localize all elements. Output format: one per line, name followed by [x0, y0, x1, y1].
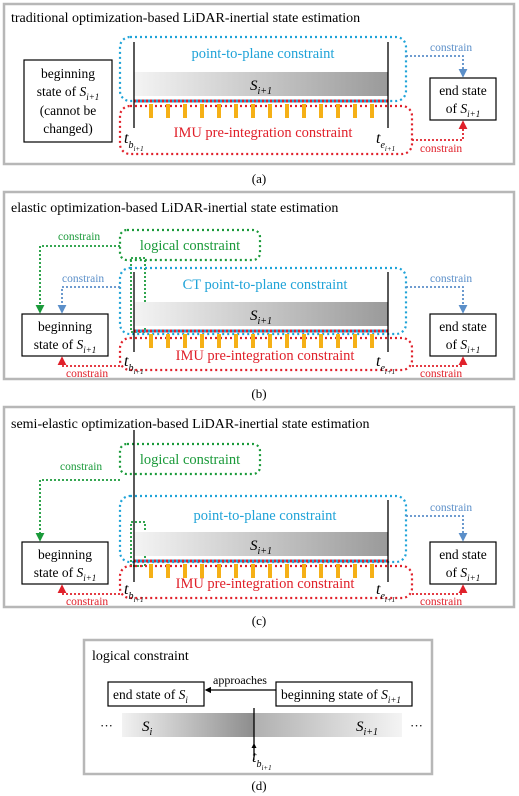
constrain-label-green: constrain [58, 231, 100, 243]
panel-a: traditional optimization-based LiDAR-ine… [2, 2, 516, 166]
beginning-state-line-2: state of Si+1 [37, 84, 100, 102]
segment-si-label: Si [142, 719, 153, 738]
point-to-plane-constraint-label: point-to-plane constraint [192, 46, 335, 62]
end-state-box [429, 313, 497, 357]
beginning-state-line-3: (cannot be [40, 103, 97, 118]
end-state-line-2: of Si+1 [446, 337, 480, 355]
constrain-arrow-red-right [412, 356, 468, 367]
caption-b: (b) [251, 386, 266, 401]
beginning-state-line-2: state of Si+1 [34, 337, 97, 355]
ellipsis-right: ··· [410, 718, 423, 733]
panel-d: logical constraint end state of Si begin… [82, 638, 434, 776]
constrain-label-red-right: constrain [420, 596, 462, 608]
constrain-label-blue-right: constrain [430, 273, 472, 285]
constrain-arrow-red [412, 120, 468, 141]
beginning-state-box [23, 59, 113, 143]
ct-point-to-plane-constraint-label: CT point-to-plane constraint [183, 277, 348, 293]
beginning-state-box [21, 313, 109, 357]
end-state-line-2: of Si+1 [446, 565, 480, 583]
imu-constraint-box [118, 564, 414, 600]
end-state-box [429, 77, 497, 121]
constrain-arrow-red-left [57, 584, 120, 595]
constrain-arrow-blue [406, 515, 468, 542]
beginning-state-line-1: beginning [38, 319, 92, 334]
constrain-label-blue: constrain [430, 502, 472, 514]
constrain-label-red-left: constrain [66, 368, 108, 380]
beginning-state-box [21, 541, 109, 585]
imu-constraint-box [118, 104, 414, 156]
constrain-arrow-blue-right [406, 286, 468, 314]
constrain-arrow-blue-left [57, 286, 120, 314]
imu-samples [149, 334, 374, 348]
constrain-arrow-green [35, 479, 120, 542]
imu-constraint-label: IMU pre-integration constraint [176, 576, 355, 592]
constrain-label-blue-left: constrain [62, 273, 104, 285]
constrain-label-red: constrain [420, 143, 462, 155]
end-state-si-box [107, 681, 205, 707]
point-to-plane-constraint-label: point-to-plane constraint [194, 508, 337, 524]
imu-constraint-label: IMU pre-integration constraint [176, 348, 355, 364]
panel-b: elastic optimization-based LiDAR-inertia… [2, 190, 516, 381]
imu-samples [149, 564, 374, 578]
constrain-label-red-left: constrain [66, 596, 108, 608]
end-state-line-1: end state [439, 319, 487, 334]
constrain-arrow-blue [406, 55, 468, 78]
caption-a: (a) [252, 171, 266, 186]
imu-constraint-label: IMU pre-integration constraint [174, 125, 353, 141]
imu-constraint-box [118, 336, 414, 372]
end-state-line-1: end state [439, 547, 487, 562]
caption-d: (d) [251, 778, 266, 793]
ct-point-to-plane-constraint-box [118, 266, 408, 336]
segment-si1-bar [254, 713, 402, 737]
panel-a-title: traditional optimization-based LiDAR-ine… [11, 11, 360, 26]
beginning-state-si1-box [275, 681, 413, 707]
segment-si-bar [122, 713, 254, 737]
segment-bar [134, 532, 388, 556]
imu-samples [149, 104, 374, 118]
constrain-arrow-green [35, 245, 120, 314]
end-state-line-1: end state [439, 83, 487, 98]
beginning-state-line-4: changed) [43, 121, 92, 136]
panel-d-title: logical constraint [92, 649, 189, 664]
panel-c-title: semi-elastic optimization-based LiDAR-in… [11, 417, 369, 432]
constrain-arrow-red-left [57, 356, 120, 367]
panel-c: semi-elastic optimization-based LiDAR-in… [2, 405, 516, 609]
panel-d-border [82, 638, 434, 776]
end-state-box [429, 541, 497, 585]
logical-constraint-box [118, 442, 262, 476]
logical-constraint-label: logical constraint [140, 452, 240, 468]
beginning-state-line-1: beginning [38, 547, 92, 562]
beginning-state-line-2: state of Si+1 [34, 565, 97, 583]
beginning-state-line-1: beginning [41, 66, 95, 81]
beginning-state-si1-label: beginning state of Si+1 [281, 687, 401, 705]
panel-b-title: elastic optimization-based LiDAR-inertia… [11, 201, 338, 216]
logical-constraint-label: logical constraint [140, 238, 240, 254]
ellipsis-left: ··· [100, 718, 113, 733]
approaches-label: approaches [213, 673, 267, 687]
end-state-line-2: of Si+1 [446, 101, 480, 119]
segment-bar [134, 72, 388, 96]
end-state-si-label: end state of Si [113, 687, 188, 705]
constrain-label-red-right: constrain [420, 368, 462, 380]
logical-constraint-box [118, 228, 262, 262]
constrain-label-green: constrain [60, 461, 102, 473]
constrain-arrow-red-right [412, 584, 468, 595]
caption-c: (c) [252, 613, 266, 628]
segment-bar [134, 302, 388, 326]
constrain-label-blue: constrain [430, 42, 472, 54]
